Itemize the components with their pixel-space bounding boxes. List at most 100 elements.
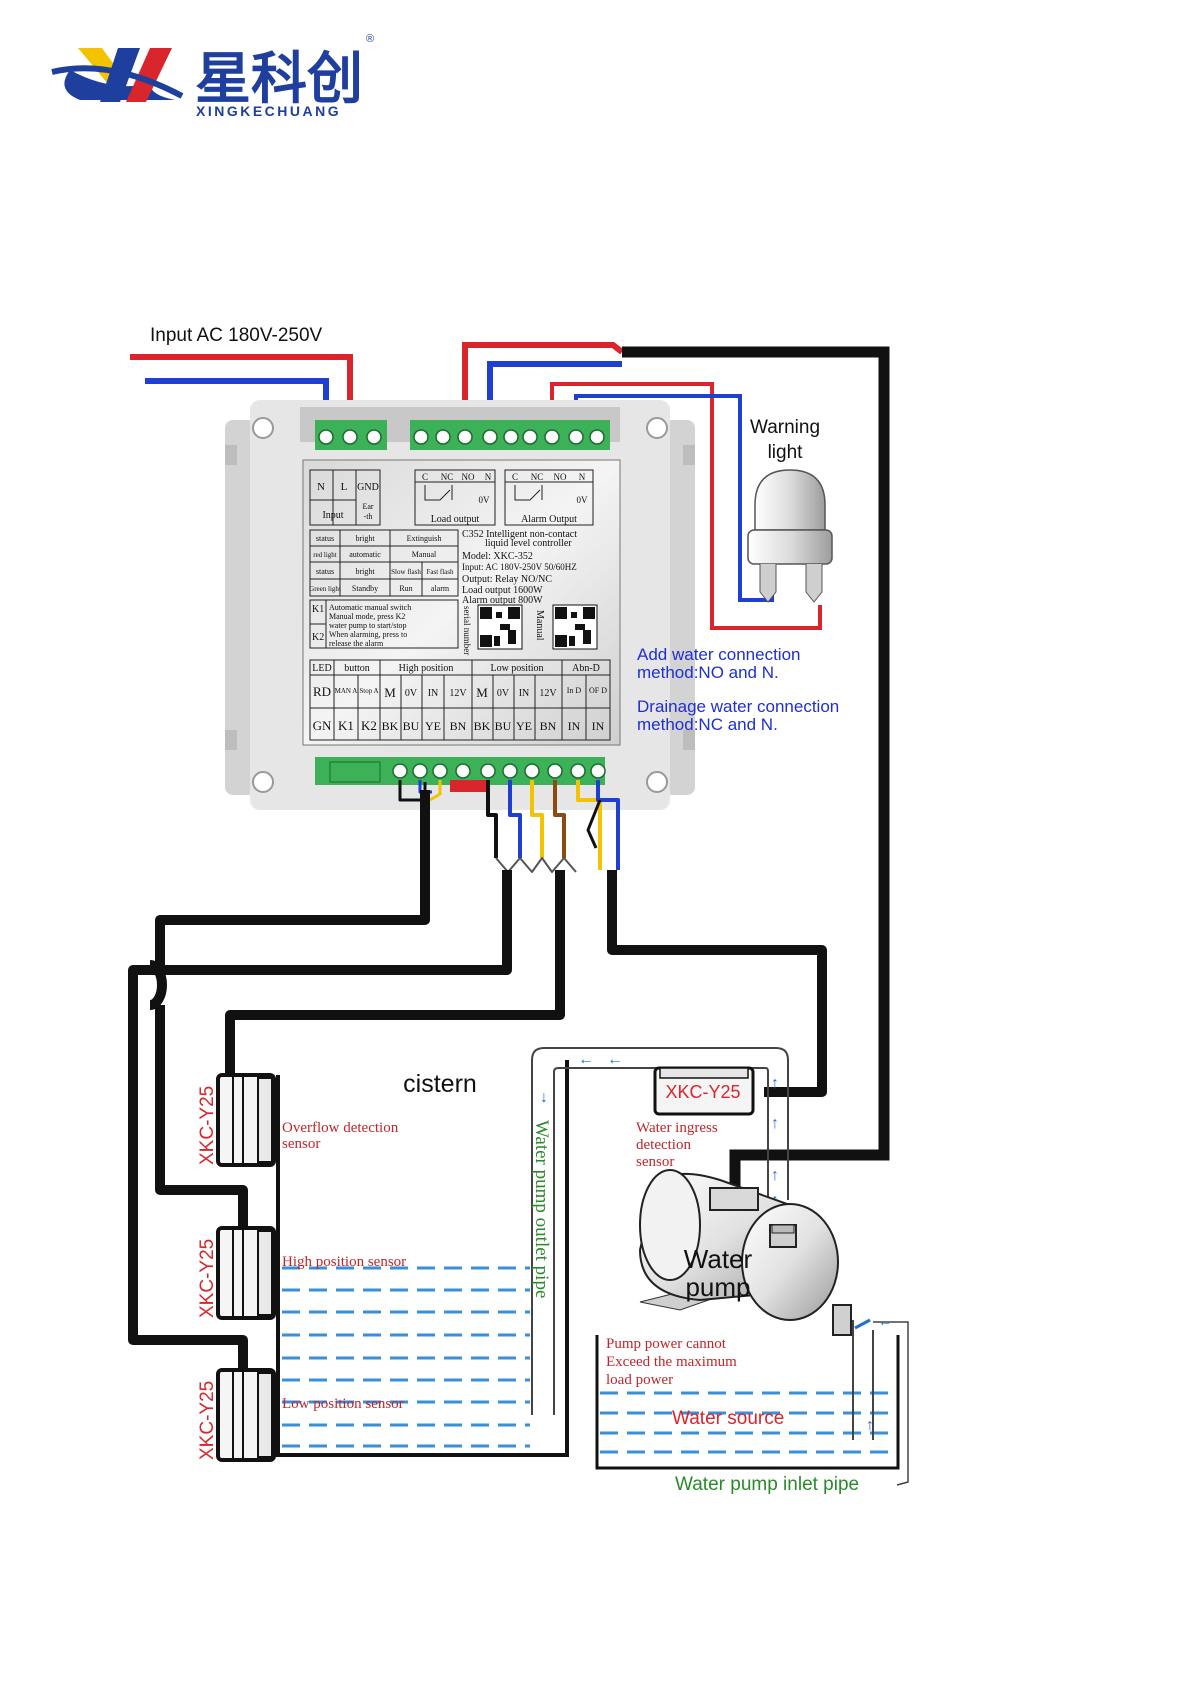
load-output-label: Load output <box>431 514 480 525</box>
status-r4c3: Run <box>399 584 412 593</box>
svg-text:←: ← <box>578 1051 594 1068</box>
r3-bn1: BN <box>450 719 467 733</box>
r2-12v2: 12V <box>539 688 557 699</box>
r3-ye1: YE <box>425 719 441 733</box>
r2-in2: IN <box>519 688 530 699</box>
k1-text-1: Automatic manual switch <box>329 603 411 612</box>
high-sensor-model: XKC-Y25 <box>197 1239 218 1318</box>
k1-label: K1 <box>312 604 324 615</box>
alarm-no: NO <box>554 472 567 482</box>
ingress-label-2: detection <box>636 1137 691 1153</box>
r2-man: MAN A <box>335 687 358 695</box>
plate-terminal-table <box>309 659 611 741</box>
flow-arrows: ↓ ← ← ↑ ↑ ↑ ↑ <box>540 1051 779 1209</box>
r2-0v2: 0V <box>497 688 510 699</box>
term-gnd: GND <box>357 482 379 493</box>
alarm-output-label: Alarm Output <box>521 514 577 525</box>
earth-label-1: Ear <box>362 502 373 511</box>
k1-text-2: Manual mode, press K2 <box>329 612 405 621</box>
svg-text:↓: ↓ <box>540 1089 548 1106</box>
earth-label-2: -th <box>364 512 373 521</box>
svg-text:←: ← <box>607 1051 623 1068</box>
r3-ye2: YE <box>516 719 532 733</box>
status-r1c1: status <box>316 534 334 543</box>
hdr-low: Low position <box>490 663 543 674</box>
high-label: High position sensor <box>282 1254 406 1270</box>
qr-code-serial <box>477 604 523 650</box>
ingress-label-1: Water ingress <box>636 1120 718 1136</box>
pump-label-2: pump <box>685 1272 750 1302</box>
hdr-led: LED <box>312 663 331 674</box>
overflow-sensor-model: XKC-Y25 <box>197 1086 218 1165</box>
warning-light-label-2: light <box>768 442 804 463</box>
alarm-nc: NC <box>531 472 544 482</box>
hdr-high: High position <box>399 663 454 674</box>
r3-bu1: BU <box>403 719 420 733</box>
ingress-sensor-model: XKC-Y25 <box>665 1082 740 1102</box>
svg-text:←: ← <box>878 1313 892 1329</box>
load-c-wire <box>462 342 624 430</box>
low-position-sensor <box>216 1368 276 1462</box>
k2-text-2: release the alarm <box>329 639 384 648</box>
r3-bk2: BK <box>474 719 491 733</box>
add-water-note-1: Add water connection <box>637 645 801 664</box>
status-r2c1: red light <box>313 551 337 559</box>
load-n: N <box>485 472 492 482</box>
r2-m1: M <box>384 685 396 700</box>
status-r1c2: bright <box>355 534 375 543</box>
pump-power-cable <box>622 346 890 1200</box>
manual-label: Manual <box>534 610 545 641</box>
r3-in1: IN <box>568 719 581 733</box>
r3-bu2: BU <box>495 719 512 733</box>
water-pump <box>638 1169 871 1336</box>
r2-in1: IN <box>428 688 439 699</box>
cistern-title: cistern <box>403 1070 477 1098</box>
load-c: C <box>422 472 428 482</box>
status-r3c3: Slow flash <box>391 568 421 576</box>
alarm-0v: 0V <box>577 495 589 505</box>
ingress-label-3: sensor <box>636 1154 674 1170</box>
load-no: NO <box>462 472 475 482</box>
status-r4c2: Standby <box>352 584 378 593</box>
status-r3c2: bright <box>355 567 375 576</box>
pump-label-1: Water <box>684 1244 753 1274</box>
brand-logo: 星科创 XINGKECHUANG ® <box>51 33 374 119</box>
brand-cn: 星科创 <box>195 47 363 110</box>
pump-power-note-1: Pump power cannot <box>606 1336 727 1352</box>
r2-ofd: OF D <box>589 686 607 695</box>
plate-specs: C352 Intelligent non-contact liquid leve… <box>462 529 577 606</box>
controller-box <box>225 400 695 810</box>
hdr-button: button <box>344 663 370 674</box>
r3-bn2: BN <box>540 719 557 733</box>
water-source-label: Water source <box>672 1408 784 1429</box>
drain-water-note-1: Drainage water connection <box>637 697 839 716</box>
r3-gn: GN <box>313 718 332 733</box>
pump-power-note-2: Exceed the maximum <box>606 1354 737 1370</box>
r2-m2: M <box>476 685 488 700</box>
inlet-pipe: ↑ ← <box>852 1313 909 1486</box>
drain-water-note-2: method:NC and N. <box>637 715 778 734</box>
overflow-label-2: sensor <box>282 1136 320 1152</box>
inlet-pipe-label: Water pump inlet pipe <box>675 1474 859 1495</box>
status-r3c4: Fast flash <box>426 568 454 576</box>
registered-mark: ® <box>366 33 374 45</box>
svg-text:↑: ↑ <box>771 1115 779 1132</box>
spec-title-1: C352 Intelligent non-contact <box>462 529 577 540</box>
r3-k2: K2 <box>361 718 377 733</box>
pump-power-note-3: load power <box>606 1372 673 1388</box>
add-water-note-2: method:NO and N. <box>637 663 779 682</box>
overflow-label-1: Overflow detection <box>282 1120 399 1136</box>
k1-text-3: water pump to start/stop <box>329 621 407 630</box>
status-r3c1: status <box>316 567 334 576</box>
ingress-sensor <box>653 1066 755 1116</box>
spec-title-2: liquid level controller <box>485 538 572 549</box>
term-n: N <box>317 481 325 493</box>
svg-text:↑: ↑ <box>771 1167 779 1184</box>
sensor-cables <box>128 790 827 1385</box>
load-0v: 0V <box>479 495 491 505</box>
brand-name: XINGKECHUANG <box>196 103 341 119</box>
serial-number-label: serial number <box>462 606 472 655</box>
plate-input-section <box>309 469 594 526</box>
high-position-sensor <box>216 1226 276 1320</box>
